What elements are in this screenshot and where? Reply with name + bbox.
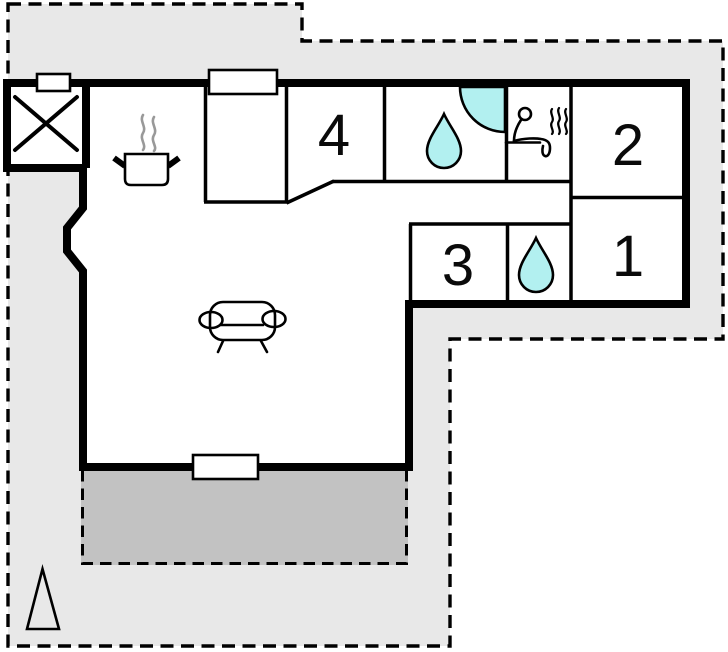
window-living-room — [191, 453, 260, 481]
sofa-armrest-left — [198, 310, 224, 330]
sofa-leg-right — [259, 339, 269, 354]
sauna-steam-3 — [564, 107, 568, 136]
room-3-label: 3 — [442, 233, 474, 298]
sauna-steam-2 — [557, 106, 561, 136]
crossed-square-icon — [13, 95, 79, 152]
steaming-pot-icon — [112, 113, 181, 187]
diagonal-wall — [285, 179, 335, 205]
steam-line-2 — [151, 115, 157, 153]
interior-walls — [203, 87, 684, 303]
water-drop-icon-wc — [517, 234, 555, 294]
sauna-person-torso — [512, 118, 523, 143]
sauna-person-head — [517, 106, 533, 122]
windows — [35, 68, 279, 481]
pot-handle-right — [166, 155, 181, 169]
sofa-icon — [198, 300, 287, 354]
room-4-label: 4 — [318, 103, 350, 168]
water-drop-icon-bathroom — [425, 110, 463, 170]
window-hall — [207, 68, 279, 96]
terrace-surface — [81, 469, 408, 565]
pot-handle-left — [112, 155, 127, 169]
corner-shower-icon — [458, 85, 507, 134]
terrace-dashed-edge — [81, 470, 408, 565]
sauna-steam-1 — [550, 107, 554, 136]
window-storage — [35, 72, 72, 93]
north-arrow-icon — [25, 563, 61, 631]
terrace — [81, 469, 408, 565]
sofa-armrest-right — [261, 309, 287, 329]
sauna-person-icon — [504, 106, 568, 158]
sofa-leg-left — [216, 339, 225, 354]
steam-line-1 — [140, 113, 146, 152]
sofa-body — [208, 300, 277, 342]
room-2-label: 2 — [612, 113, 644, 178]
pot-body — [123, 152, 170, 187]
room-1-label: 1 — [612, 224, 644, 289]
sauna-person-legs — [512, 137, 552, 158]
cross-line-2 — [13, 95, 79, 152]
